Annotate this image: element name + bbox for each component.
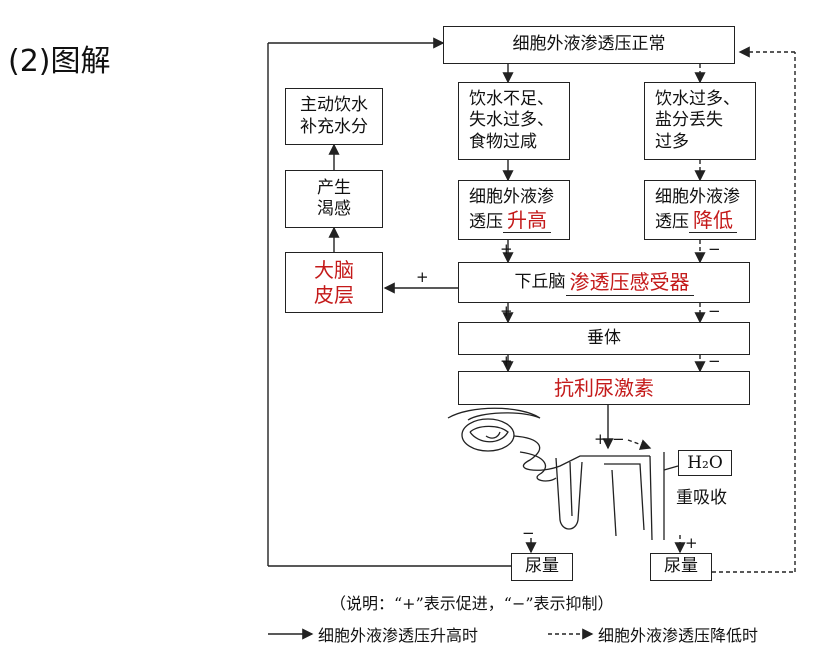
- urine-left-box: 尿量: [511, 553, 573, 581]
- normal-osmotic-box: 细胞外液渗透压正常: [443, 26, 735, 64]
- cause-low-line2: 盐分丢失: [655, 110, 723, 131]
- sign-plus-urine: +: [685, 534, 698, 552]
- fall-word: 降低: [689, 208, 737, 233]
- cause-low-line3: 过多: [655, 131, 689, 152]
- h2o-box: H₂O: [678, 450, 732, 476]
- thirst-line1: 产生: [317, 177, 351, 198]
- reabsorb-label: 重吸收: [676, 488, 727, 508]
- sign-plus-adh: +: [594, 430, 607, 448]
- urine-right-box: 尿量: [650, 553, 712, 581]
- sign-plus-hypo: +: [500, 302, 513, 320]
- cause-high-line3: 食物过咸: [469, 131, 537, 152]
- thirst-box: 产生 渴感: [285, 170, 383, 228]
- urine-left-label: 尿量: [525, 556, 559, 577]
- sign-plus-cortex: +: [416, 268, 429, 286]
- cerebral-cortex-box: 大脑 皮层: [285, 252, 383, 313]
- drink-water-box: 主动饮水 补充水分: [285, 88, 383, 145]
- sign-plus-rise: +: [500, 240, 513, 258]
- rise-prefix: 透压: [469, 212, 503, 232]
- drink-water-line1: 主动饮水: [300, 95, 368, 116]
- cause-low-line1: 饮水过多、: [655, 89, 740, 110]
- legend-note: （说明：“+”表示促进，“−”表示抑制）: [330, 594, 614, 613]
- hypothalamus-box: 下丘脑渗透压感受器: [458, 262, 750, 303]
- legend-solid-label: 细胞外液渗透压升高时: [318, 626, 479, 645]
- rise-line2: 透压升高: [469, 208, 551, 233]
- sign-plus-pit: +: [500, 352, 513, 370]
- osmotic-rise-box: 细胞外液渗 透压升高: [458, 180, 570, 240]
- adh-box: 抗利尿激素: [458, 371, 750, 405]
- sign-minus-urine: −: [522, 524, 535, 542]
- cause-high-line2: 失水过多、: [469, 110, 554, 131]
- sign-minus-adh: −: [612, 430, 625, 448]
- nephron-drawing: [447, 407, 679, 541]
- fall-prefix: 透压: [655, 212, 689, 232]
- rise-line1: 细胞外液渗: [469, 186, 554, 207]
- drink-water-line2: 补充水分: [300, 116, 368, 137]
- sign-minus-hypo: −: [708, 302, 721, 320]
- fall-line1: 细胞外液渗: [655, 186, 740, 207]
- legend-dashed-label: 细胞外液渗透压降低时: [598, 626, 759, 645]
- normal-label: 细胞外液渗透压正常: [512, 34, 666, 55]
- pituitary-label: 垂体: [587, 327, 621, 348]
- sign-minus-fall: −: [708, 240, 721, 258]
- osmoreceptor-word: 渗透压感受器: [565, 270, 694, 296]
- heading: (2)图解: [8, 44, 111, 79]
- rise-word: 升高: [503, 208, 551, 233]
- urine-right-label: 尿量: [664, 556, 698, 577]
- hypothalamus-prefix: 下丘脑: [514, 271, 566, 292]
- fall-line2: 透压降低: [655, 208, 737, 233]
- osmotic-fall-box: 细胞外液渗 透压降低: [644, 180, 756, 240]
- adh-label: 抗利尿激素: [554, 375, 654, 400]
- thirst-line2: 渴感: [317, 199, 351, 219]
- cortex-line2: 皮层: [314, 282, 354, 307]
- cause-low-box: 饮水过多、 盐分丢失 过多: [644, 82, 756, 160]
- cause-high-box: 饮水不足、 失水过多、 食物过咸: [458, 82, 570, 160]
- pituitary-box: 垂体: [458, 322, 750, 355]
- cause-high-line1: 饮水不足、: [469, 89, 554, 110]
- cortex-line1: 大脑: [314, 257, 354, 282]
- sign-minus-pit: −: [708, 352, 721, 370]
- h2o-label: H₂O: [687, 453, 723, 473]
